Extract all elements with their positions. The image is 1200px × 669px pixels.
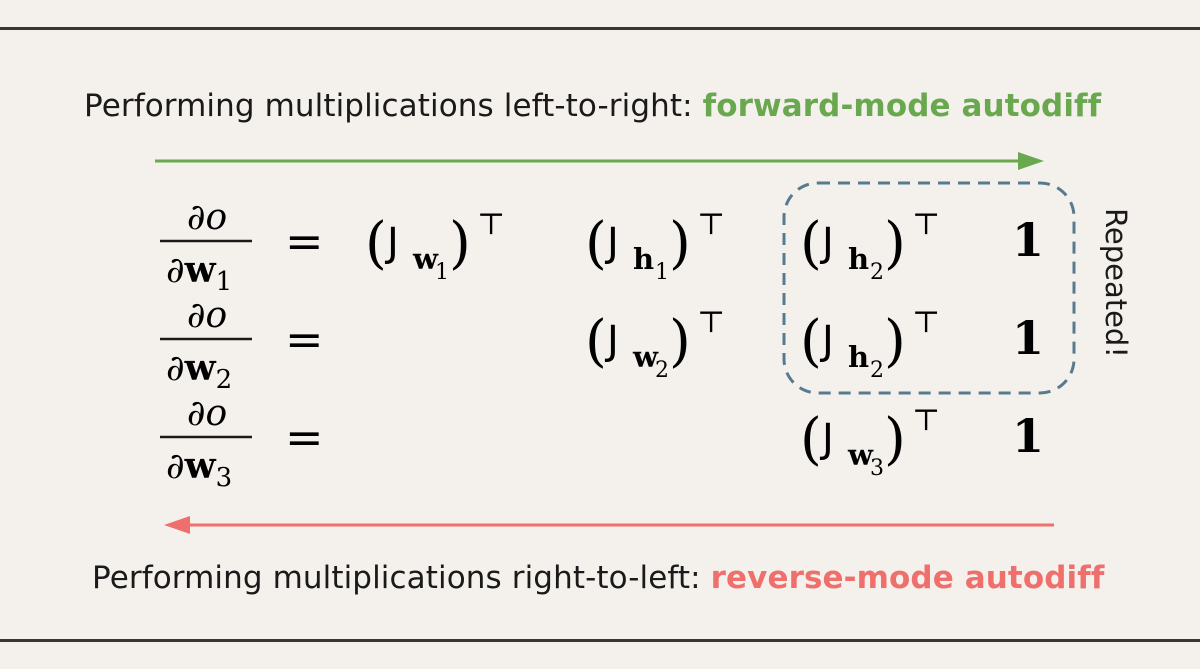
transpose-symbol: ⊤ (697, 305, 725, 340)
reverse-caption: Performing multiplications right-to-left… (92, 560, 1104, 596)
jacobian-subsubscript: 2 (655, 358, 669, 383)
left-paren: ( (800, 407, 822, 472)
equation-row-3: ∂o = (160, 393, 324, 464)
jacobian-symbol: J (384, 220, 399, 266)
bottom-divider (0, 639, 1200, 642)
jacobian-subsubscript: 3 (870, 456, 884, 481)
jacobian-subscript: w (847, 438, 874, 472)
numerator: ∂o (187, 393, 227, 434)
jacobian-symbol: J (819, 318, 834, 364)
jacobian-subscript: w (412, 242, 439, 276)
jacobian-subsubscript: 2 (870, 358, 884, 383)
ones-vector: 1 (1012, 213, 1044, 267)
repeated-box (782, 181, 1076, 395)
left-paren: ( (365, 211, 387, 276)
left-paren: ( (800, 309, 822, 374)
denominator: ∂w2 (166, 347, 232, 395)
jacobian-subsubscript: 1 (655, 260, 669, 285)
numerator: ∂o (187, 295, 227, 336)
reverse-caption-text: Performing multiplications right-to-left… (92, 560, 711, 596)
jacobian-subscript: w (632, 340, 659, 374)
transpose-symbol: ⊤ (912, 403, 940, 438)
equals-sign: = (285, 312, 324, 366)
left-paren: ( (800, 211, 822, 276)
jacobian-symbol: J (604, 318, 619, 364)
denominator: ∂w3 (166, 445, 232, 493)
reverse-arrow-head (164, 516, 190, 534)
right-paren: ) (669, 309, 691, 374)
jacobian-symbol: J (604, 220, 619, 266)
forward-caption-text: Performing multiplications left-to-right… (84, 88, 703, 124)
right-paren: ) (884, 211, 906, 276)
reverse-mode-label: reverse-mode autodiff (710, 560, 1105, 596)
transpose-symbol: ⊤ (477, 207, 505, 242)
equation-row-2: ∂o = (160, 295, 324, 366)
equation-row-1: ∂o = (160, 197, 324, 268)
right-paren: ) (449, 211, 471, 276)
jacobian-subsubscript: 1 (435, 260, 449, 285)
left-paren: ( (585, 211, 607, 276)
ones-vector: 1 (1012, 311, 1044, 365)
top-divider (0, 27, 1200, 30)
right-paren: ) (884, 407, 906, 472)
forward-caption: Performing multiplications left-to-right… (84, 88, 1101, 124)
jacobian-subscript: h (848, 340, 869, 374)
numerator: ∂o (187, 197, 227, 238)
right-paren: ) (669, 211, 691, 276)
equals-sign: = (285, 214, 324, 268)
equals-sign: = (285, 410, 324, 464)
jacobian-subsubscript: 2 (870, 260, 884, 285)
transpose-symbol: ⊤ (912, 207, 940, 242)
forward-mode-label: forward-mode autodiff (702, 88, 1102, 124)
left-paren: ( (585, 309, 607, 374)
transpose-symbol: ⊤ (912, 305, 940, 340)
jacobian-subscript: h (848, 242, 869, 276)
transpose-symbol: ⊤ (697, 207, 725, 242)
jacobian-subscript: h (633, 242, 654, 276)
jacobian-symbol: J (819, 220, 834, 266)
forward-arrow-head (1018, 152, 1044, 170)
ones-vector: 1 (1012, 409, 1044, 463)
jacobian-symbol: J (819, 416, 834, 462)
right-paren: ) (884, 309, 906, 374)
denominator: ∂w1 (166, 249, 232, 297)
repeated-label: Repeated! (1099, 208, 1133, 358)
